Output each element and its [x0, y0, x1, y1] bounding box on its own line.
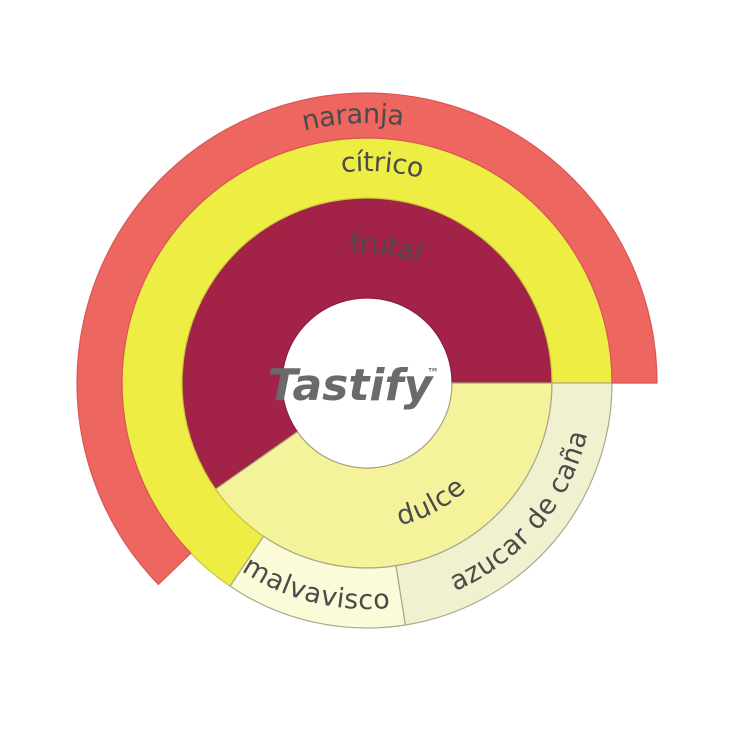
segment-naranja — [76, 92, 658, 586]
segments — [76, 92, 658, 629]
center-brand: Tastify ™ — [268, 360, 439, 411]
brand-trademark: ™ — [427, 366, 439, 380]
segment-malvavisco — [229, 535, 407, 629]
brand-name: Tastify — [268, 360, 435, 411]
